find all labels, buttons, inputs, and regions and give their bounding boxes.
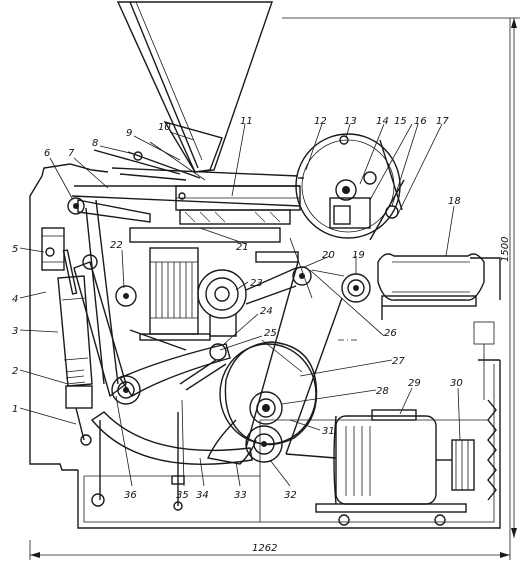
label-15: 15 (394, 116, 407, 127)
label-21: 21 (236, 242, 249, 253)
label-30: 30 (450, 378, 463, 389)
label-20: 20 (322, 250, 335, 261)
label-10: 10 (158, 122, 171, 133)
label-28: 28 (376, 386, 389, 397)
label-6: 6 (44, 148, 50, 159)
pulley-23 (197, 267, 297, 337)
label-3: 3 (12, 326, 18, 337)
lever-arms (73, 199, 253, 511)
label-27: 27 (392, 356, 405, 367)
spring-cylinder (41, 227, 93, 446)
label-26: 26 (384, 328, 397, 339)
label-5: 5 (12, 244, 18, 255)
part-labels: 1 2 3 4 5 6 7 8 9 10 11 12 13 14 15 16 1… (12, 116, 463, 501)
cam-assembly (207, 341, 318, 465)
pulleys-19-20 (255, 251, 371, 303)
label-33: 33 (234, 490, 247, 501)
hopper (116, 1, 273, 181)
label-1: 1 (12, 404, 18, 415)
label-18: 18 (448, 196, 461, 207)
pivot-points (67, 197, 141, 405)
dimension-lines (29, 17, 520, 560)
label-11: 11 (240, 116, 253, 127)
roller-drum (295, 133, 405, 241)
label-9: 9 (126, 128, 132, 139)
label-31: 31 (322, 426, 335, 437)
upper-motor (115, 247, 211, 341)
label-7: 7 (68, 148, 75, 159)
label-8: 8 (92, 138, 98, 149)
label-23: 23 (250, 278, 263, 289)
drive-belt-26 (245, 237, 360, 455)
width-dimension: 1262 (252, 543, 277, 554)
label-36: 36 (124, 490, 137, 501)
lower-motor (285, 409, 475, 526)
label-14: 14 (376, 116, 389, 127)
label-22: 22 (110, 240, 123, 251)
label-32: 32 (284, 490, 297, 501)
label-35: 35 (176, 490, 189, 501)
feed-belt (377, 253, 485, 320)
label-19: 19 (352, 250, 365, 261)
label-24: 24 (260, 306, 273, 317)
label-2: 2 (12, 366, 18, 377)
label-17: 17 (436, 116, 449, 127)
label-4: 4 (12, 294, 18, 305)
leader-lines (19, 123, 461, 487)
label-25: 25 (264, 328, 277, 339)
label-34: 34 (196, 490, 209, 501)
label-12: 12 (314, 116, 327, 127)
label-13: 13 (344, 116, 357, 127)
label-29: 29 (408, 378, 421, 389)
label-16: 16 (414, 116, 427, 127)
top-beam (71, 149, 301, 243)
height-dimension: 1500 (500, 237, 511, 262)
